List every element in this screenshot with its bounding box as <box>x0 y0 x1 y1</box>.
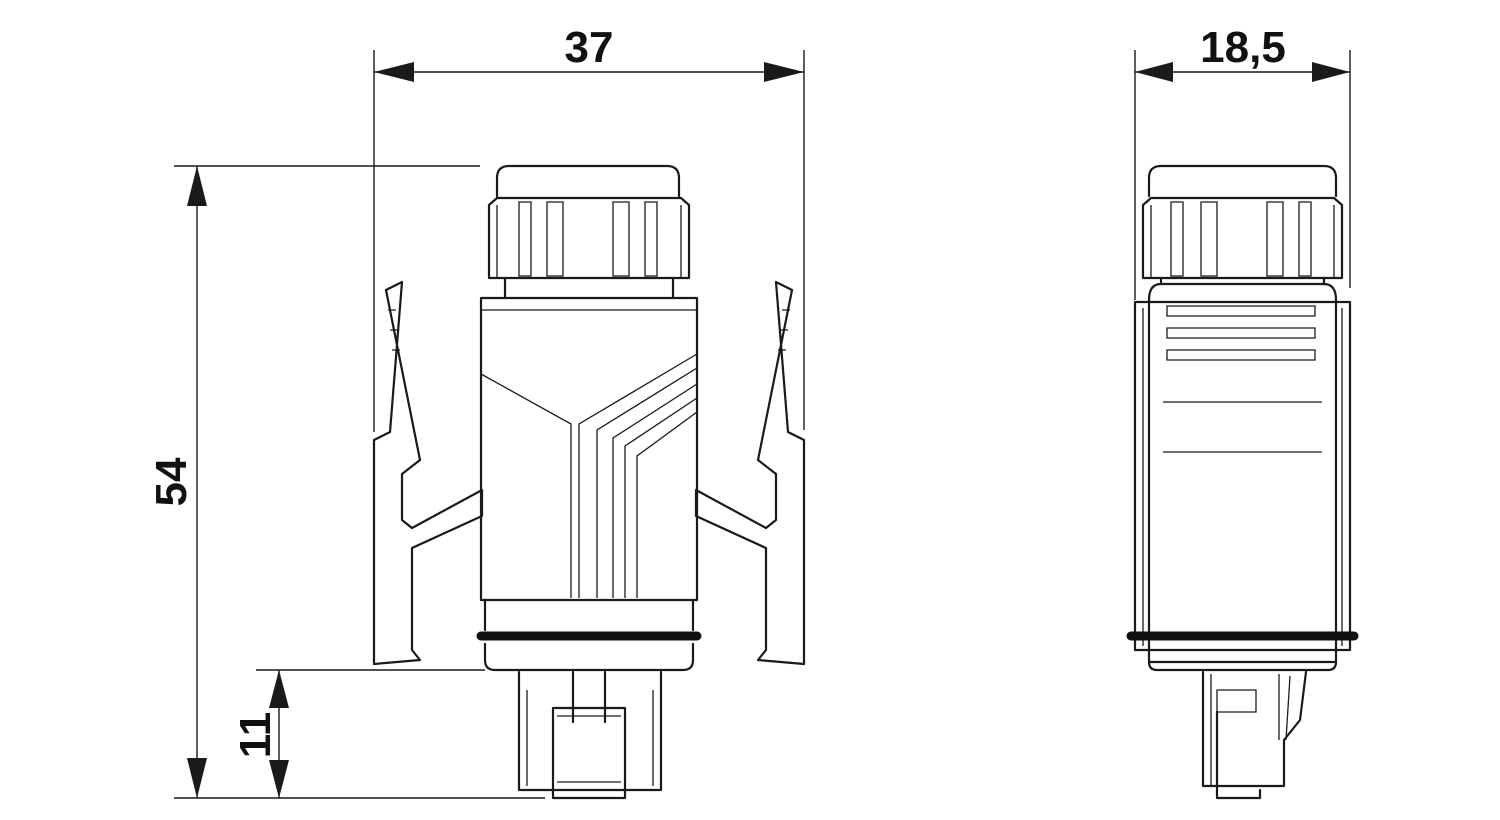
front-right-latch <box>694 280 806 666</box>
side-rj45-plug <box>1201 670 1308 800</box>
dimension-18-5: 18,5 <box>1134 23 1351 300</box>
front-rj45-plug <box>517 670 663 800</box>
dimension-11-label: 11 <box>231 712 280 759</box>
front-body <box>476 296 702 672</box>
dimension-18-5-label: 18,5 <box>1200 23 1286 72</box>
side-view: 18,5 <box>1126 23 1359 800</box>
dimension-11: 11 <box>231 669 485 798</box>
dimension-54: 54 <box>147 165 545 799</box>
dimension-54-label: 54 <box>147 457 196 506</box>
side-body <box>1126 282 1359 672</box>
side-cap <box>1141 164 1344 286</box>
front-cap <box>487 164 691 300</box>
dimension-37: 37 <box>373 23 805 432</box>
front-left-latch <box>372 280 484 666</box>
front-view: 37 54 11 <box>147 23 806 800</box>
dimension-37-label: 37 <box>565 23 614 72</box>
